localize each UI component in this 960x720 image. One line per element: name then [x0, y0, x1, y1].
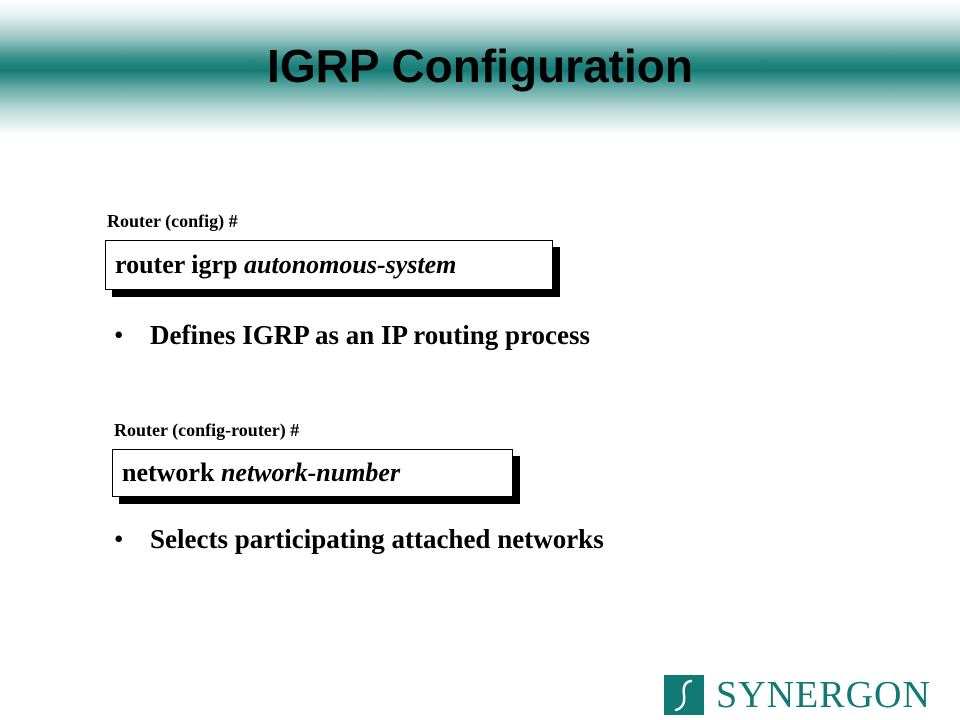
router-config-prompt: Router (config) #	[107, 211, 238, 231]
bullet-item: • Defines IGRP as an IP routing process	[114, 318, 590, 352]
command-keyword: router igrp	[115, 250, 238, 279]
bullet-icon: •	[114, 524, 124, 554]
command-argument: autonomous-system	[244, 250, 457, 279]
config-router-prompt: Router (config-router) #	[114, 420, 300, 440]
synergon-logo-mark-icon	[664, 675, 704, 715]
bullet-text: Selects participating attached networks	[150, 524, 604, 554]
bullet-item: • Selects participating attached networks	[114, 522, 604, 556]
header-band	[0, 0, 960, 135]
command-keyword: network	[122, 458, 215, 487]
router-igrp-command-box: router igrp autonomous-system	[105, 240, 553, 290]
bullet-icon: •	[114, 320, 124, 350]
network-command-box: network network-number	[112, 449, 513, 497]
bullet-text: Defines IGRP as an IP routing process	[150, 320, 591, 350]
command-argument: network-number	[220, 458, 401, 487]
slide-title: IGRP Configuration	[267, 40, 693, 92]
synergon-logo-text: SYNERGON	[716, 674, 931, 716]
synergon-logo: SYNERGON	[664, 675, 946, 715]
